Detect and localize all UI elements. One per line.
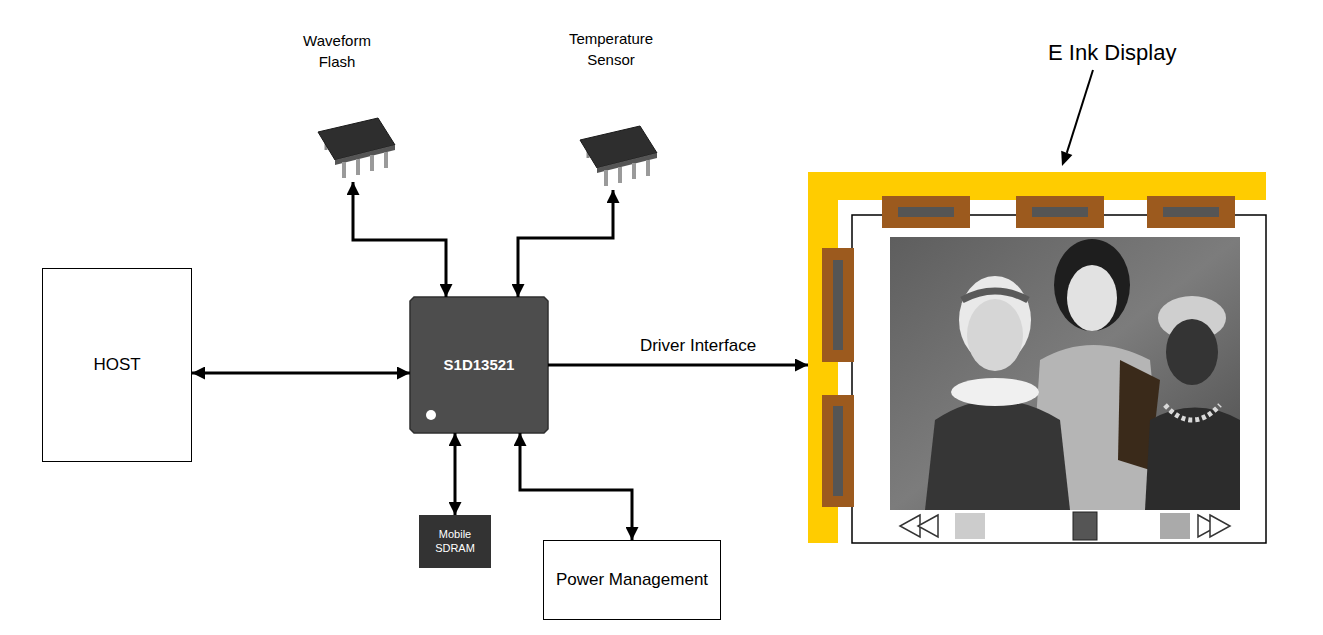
photo bbox=[890, 237, 1240, 510]
display-node: E Ink Display bbox=[808, 172, 1266, 543]
connector-arrow bbox=[353, 182, 446, 297]
driver-ic-die bbox=[833, 406, 843, 496]
controller-chip: S1D13521 bbox=[410, 297, 548, 433]
display-frame bbox=[808, 172, 1266, 543]
photo-collar bbox=[951, 378, 1039, 406]
driver-ic-die bbox=[833, 260, 843, 350]
power-box: Power Management bbox=[543, 540, 721, 620]
driver-ic-die bbox=[898, 207, 954, 217]
box-label: S1D13521 bbox=[440, 356, 519, 375]
connector-arrow bbox=[548, 364, 808, 367]
flash-node: Waveform Flash bbox=[310, 100, 396, 182]
connector-arrow bbox=[192, 372, 410, 375]
driver-ic bbox=[882, 196, 970, 228]
rewind-symbol bbox=[918, 515, 938, 537]
driver-ic-die bbox=[1032, 207, 1088, 217]
photo-face bbox=[1166, 319, 1218, 385]
pin1-dot bbox=[426, 410, 436, 420]
host-box: HOST bbox=[42, 268, 192, 462]
photo-face bbox=[967, 299, 1023, 371]
sensor-chip-icon bbox=[580, 126, 657, 186]
leader-line bbox=[1067, 70, 1093, 153]
forward-symbol bbox=[1210, 515, 1230, 537]
driver-ic bbox=[822, 395, 854, 507]
connector-arrow bbox=[454, 433, 457, 515]
driver-ic bbox=[822, 248, 854, 362]
box-label: Mobile SDRAM bbox=[419, 528, 491, 556]
connector-arrow bbox=[518, 190, 613, 297]
component-label: Waveform Flash bbox=[287, 30, 387, 72]
thumbnail bbox=[955, 513, 985, 539]
driver-ic-die bbox=[1163, 207, 1219, 217]
driver-ic bbox=[1016, 196, 1104, 228]
memory-chip: Mobile SDRAM bbox=[419, 515, 491, 568]
photo-dress bbox=[925, 400, 1070, 510]
sensor-node: Temperature Sensor bbox=[570, 95, 656, 190]
component-label: Temperature Sensor bbox=[555, 28, 667, 70]
component-label: E Ink Display bbox=[1048, 38, 1228, 69]
photo-wreath bbox=[962, 291, 1028, 300]
box-label: HOST bbox=[89, 354, 144, 375]
controller-chip-body bbox=[410, 297, 548, 433]
thumbnail bbox=[1160, 513, 1190, 539]
box-label: Power Management bbox=[552, 569, 712, 590]
flash-chip-icon bbox=[318, 118, 395, 178]
display-panel bbox=[852, 215, 1266, 543]
photo-necklace bbox=[1165, 405, 1220, 420]
leader-arrowhead bbox=[1061, 151, 1072, 166]
interface-label: Driver Interface bbox=[637, 336, 759, 356]
thumbnail bbox=[1073, 512, 1097, 540]
photo-face bbox=[1067, 265, 1117, 331]
connector-arrow bbox=[520, 433, 632, 540]
photo-shirt bbox=[1145, 408, 1240, 511]
photo-hair bbox=[1054, 239, 1130, 331]
driver-ic bbox=[1147, 196, 1235, 228]
